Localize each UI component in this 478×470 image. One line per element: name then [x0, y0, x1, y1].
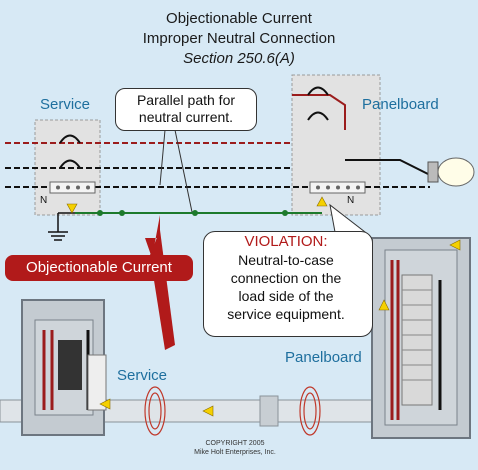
panel-breaker-2 [307, 111, 329, 121]
service-neutral-label: N [40, 195, 48, 206]
panel-neutral-label: N [347, 195, 355, 206]
objectionable-current-label: Objectionable Current [5, 255, 193, 281]
current-arrow-5 [449, 239, 461, 251]
panel-breaker-1 [307, 86, 329, 96]
diagram-title: Objectionable Current [166, 10, 312, 27]
copyright: COPYRIGHT 2005 Mike Holt Enterprises, In… [150, 439, 320, 457]
objectionable-pointer [145, 215, 160, 258]
violation-line2: connection on the [230, 270, 342, 286]
current-arrow-6 [99, 398, 111, 410]
violation-line1: Neutral-to-case [238, 252, 334, 268]
violation-text: VIOLATION: Neutral-to-case connection on… [201, 233, 371, 323]
service-neutral-bar [49, 181, 96, 194]
service-disconnect-switch [58, 340, 82, 390]
violation-heading: VIOLATION: [244, 233, 328, 250]
panelboard-label-bottom: Panelboard [285, 349, 362, 366]
emf-ring-2 [303, 392, 317, 430]
current-arrow-4 [378, 299, 390, 311]
violation-line3: load side of the [238, 288, 334, 304]
violation-line4: service equipment. [227, 306, 345, 322]
copyright-line1: COPYRIGHT 2005 [205, 440, 265, 447]
code-section-reference: Section 250.6(A) [183, 50, 295, 67]
parallel-path-line1: Parallel path for [136, 92, 236, 108]
panelboard-label-top: Panelboard [362, 96, 439, 113]
parallel-path-line2: neutral current. [138, 109, 234, 125]
service-breaker-1 [59, 134, 81, 144]
current-arrow-2 [66, 203, 78, 214]
service-label-bottom: Service [117, 367, 168, 384]
parallel-path-callout: Parallel path for neutral current. [115, 88, 257, 131]
panel-branch-hot [345, 159, 431, 176]
emf-ring-1 [148, 392, 162, 430]
lamp-icon [427, 157, 475, 187]
current-arrow-3 [202, 405, 214, 417]
panel-hot-feed [292, 94, 346, 130]
service-breaker-2 [59, 159, 81, 169]
current-arrow-1 [316, 196, 328, 207]
breaker-stack [401, 274, 433, 406]
service-label-top: Service [40, 96, 91, 113]
copyright-line2: Mike Holt Enterprises, Inc. [194, 449, 276, 456]
grounding-electrode-symbol [48, 213, 68, 241]
diagram-subtitle: Improper Neutral Connection [142, 30, 336, 47]
violation-callout [203, 231, 373, 337]
